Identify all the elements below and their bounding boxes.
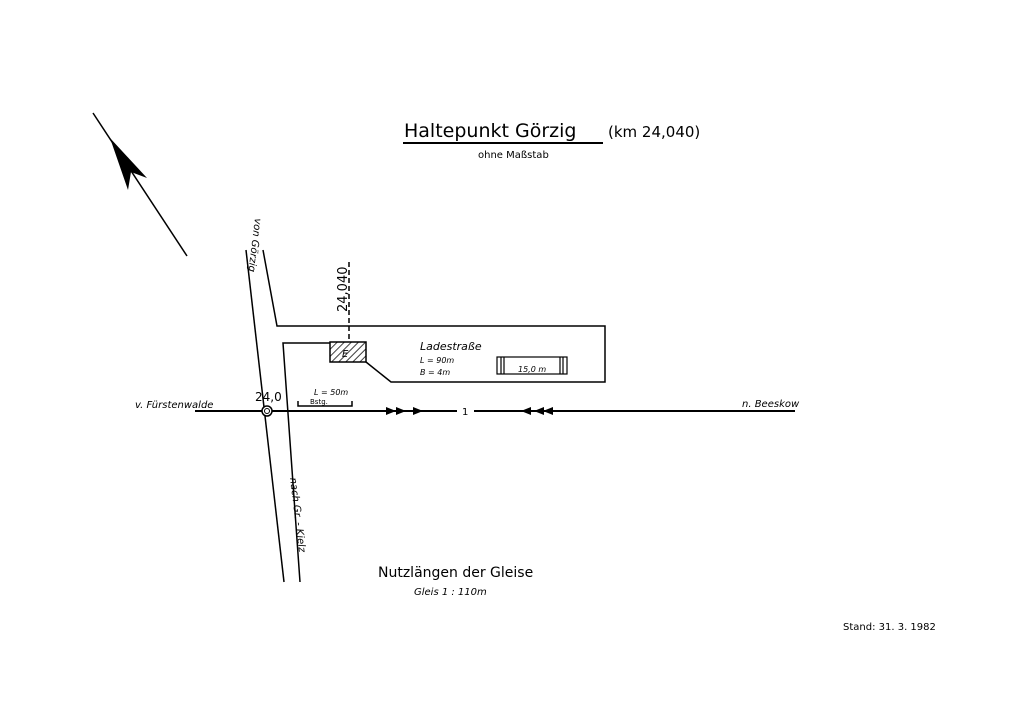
km-marker-label: 24,040 [336, 267, 351, 313]
loading-road-width: B = 4m [420, 368, 450, 377]
km-label: (km 24,040) [608, 123, 700, 141]
km-station-marker [261, 405, 273, 417]
loading-road-name: Ladestraße [420, 340, 482, 353]
right-direction-label: n. Beeskow [742, 399, 800, 410]
track-length: Gleis 1 : 110m [414, 587, 487, 598]
building-label: E [342, 349, 349, 360]
loading-ramp [496, 356, 568, 375]
station-building [329, 341, 367, 363]
km-station-label: 24,0 [255, 390, 282, 404]
north-arrow-icon [92, 112, 188, 257]
track-number: 1 [462, 407, 468, 418]
platform-label: Bstg. [310, 398, 328, 406]
platform [297, 401, 353, 407]
road-top-label: von Görzig [245, 218, 262, 273]
scale-note: ohne Maßstab [478, 150, 549, 161]
direction-arrows-icon [386, 407, 553, 415]
date-stamp: Stand: 31. 3. 1982 [843, 622, 936, 633]
left-direction-label: v. Fürstenwalde [135, 400, 213, 411]
ramp-length: 15,0 m [518, 365, 546, 374]
platform-length: L = 50m [314, 388, 348, 397]
usable-lengths-title: Nutzlängen der Gleise [378, 565, 533, 581]
loading-road-length: L = 90m [420, 356, 454, 365]
page-title: Haltepunkt Görzig [404, 120, 576, 142]
road-bottom-label: nach Gr. - Kielz [287, 477, 307, 554]
